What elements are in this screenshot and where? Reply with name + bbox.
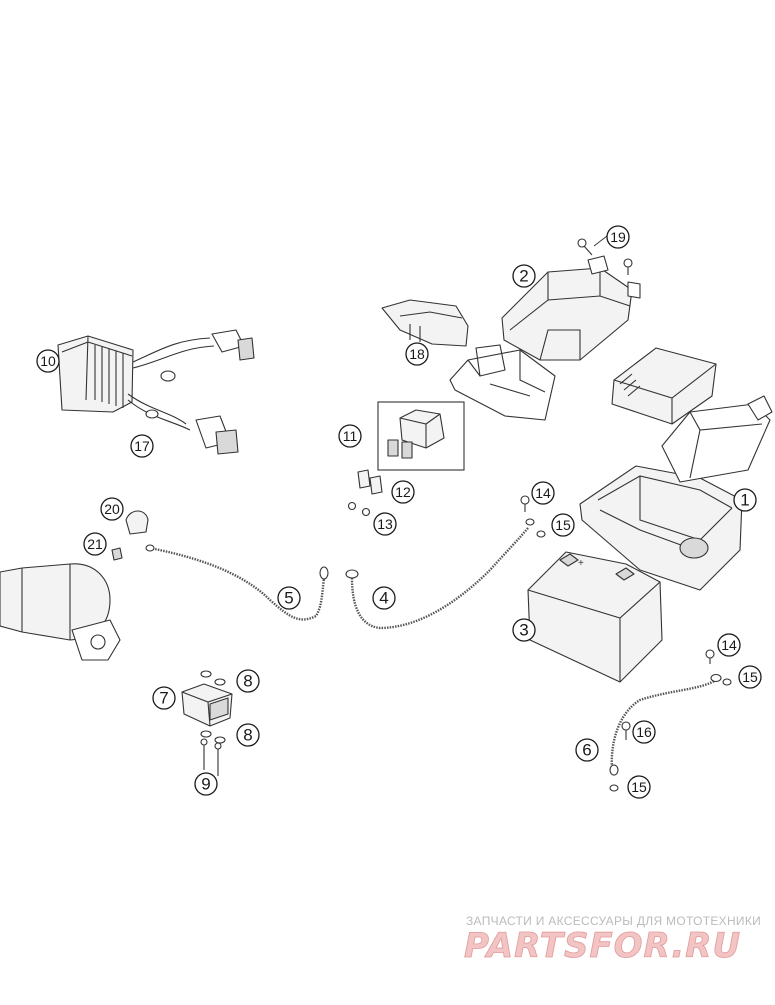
callout-1: 1 [733,488,757,512]
callout-5: 5 [277,586,301,610]
svg-text:5: 5 [284,589,293,608]
washers-8-bottom [200,730,226,744]
ecu-cover [501,255,641,361]
washer-15-top [536,530,546,538]
callout-21: 21 [83,532,107,556]
svg-text:17: 17 [134,438,150,454]
callout-11: 11 [338,424,362,448]
bolt-16 [621,721,631,740]
terminal-cap-20 [125,510,149,535]
svg-text:14: 14 [721,637,737,653]
callout-16: 16 [632,720,656,744]
svg-text:8: 8 [243,726,252,745]
fuses-12 [357,469,383,495]
callout-8-top: 8 [236,669,260,693]
washers-8-top [200,670,226,686]
screws-9 [200,738,222,776]
svg-text:20: 20 [104,501,120,517]
watermark-tagline: ЗАПЧАСТИ И АКСЕССУАРЫ ДЛЯ МОТОТЕХНИКИ [466,914,761,928]
callout-19: 19 [606,225,630,249]
svg-text:11: 11 [343,428,358,444]
svg-text:21: 21 [87,536,103,552]
callout-17: 17 [130,434,154,458]
callout-8-bottom: 8 [236,723,260,747]
svg-text:15: 15 [555,517,571,533]
cable-5 [145,544,329,621]
callout-15-lower: 15 [738,665,762,689]
battery: + [527,551,663,683]
terminal-cap-21 [111,547,123,561]
callout-12: 12 [391,480,415,504]
callout-18: 18 [405,342,429,366]
relay-kit-box [377,401,465,471]
svg-text:15: 15 [631,779,647,795]
screw-14-top [520,495,530,512]
starter-motor [0,563,121,661]
svg-text:4: 4 [379,589,388,608]
nuts-13 [347,501,371,517]
svg-text:15: 15 [742,669,758,685]
callout-15-top: 15 [551,513,575,537]
fuse-box-bracket [381,299,556,421]
callout-20: 20 [100,497,124,521]
battery-tray [579,395,773,591]
callout-4: 4 [372,586,396,610]
callout-15-bottom: 15 [627,775,651,799]
leader-lines [593,235,608,247]
svg-text:+: + [578,558,584,569]
svg-text:14: 14 [535,485,551,501]
svg-text:16: 16 [636,724,652,740]
svg-text:3: 3 [519,621,528,640]
svg-text:9: 9 [201,775,210,794]
washer-15-lower [722,678,732,686]
callout-14-lower: 14 [717,633,741,657]
svg-text:8: 8 [243,672,252,691]
svg-text:12: 12 [395,484,411,500]
cable-4 [345,518,535,630]
callout-9: 9 [194,772,218,796]
callout-7: 7 [152,686,176,710]
svg-text:19: 19 [610,229,626,245]
cable-6 [609,673,722,776]
svg-text:6: 6 [582,741,591,760]
svg-text:18: 18 [409,346,425,362]
svg-text:1: 1 [740,491,749,510]
callout-3: 3 [512,618,536,642]
callout-14-top: 14 [531,481,555,505]
ecu-unit [611,347,717,425]
screw-14-lower [705,649,715,664]
callout-6: 6 [575,738,599,762]
svg-text:10: 10 [40,353,56,369]
callout-10: 10 [36,349,60,373]
watermark-logo: PARTSFOR.RU [464,926,741,966]
callout-2: 2 [512,264,536,288]
svg-text:2: 2 [519,267,528,286]
svg-text:7: 7 [159,689,168,708]
washer-15-bottom [609,784,619,792]
voltage-regulator [57,329,255,455]
svg-text:13: 13 [377,516,393,532]
callout-13: 13 [373,512,397,536]
bolts-19 [577,238,633,275]
starter-relay [181,683,233,727]
